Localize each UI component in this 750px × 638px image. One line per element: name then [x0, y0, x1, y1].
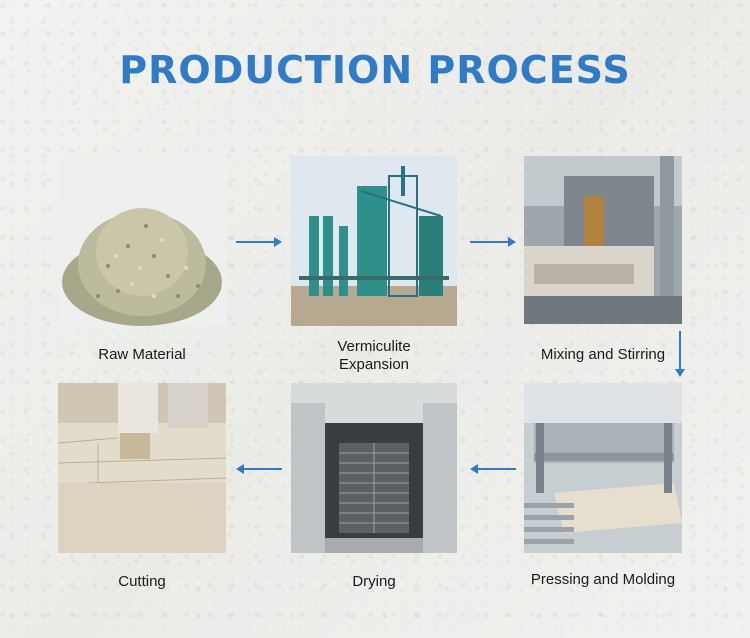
expansion-plant-photo [291, 156, 457, 326]
mixing-machine-photo [524, 156, 682, 324]
step-drying: Drying [291, 383, 457, 590]
step-label: Cutting [118, 573, 166, 590]
step-cutting: Cutting [58, 383, 226, 590]
press-machine-photo [524, 383, 682, 553]
step-pressing-and-molding: Pressing and Molding [524, 383, 682, 588]
step-vermiculite-expansion: Vermiculite Expansion [291, 156, 457, 373]
step-label: Mixing and Stirring [540, 346, 666, 363]
page-title: PRODUCTION PROCESS [119, 48, 631, 92]
arrow-right-icon [470, 236, 516, 248]
step-label: Raw Material [98, 346, 186, 363]
cnc-cutting-photo [58, 383, 226, 553]
step-label-line1: Vermiculite [337, 338, 411, 355]
step-label: Vermiculite Expansion [271, 338, 477, 374]
vermiculite-granules-photo [58, 156, 226, 326]
arrow-left-icon [470, 463, 516, 475]
arrow-down-icon [674, 331, 686, 377]
step-label: Drying [352, 573, 396, 590]
arrow-right-icon [236, 236, 282, 248]
step-label: Pressing and Molding [530, 571, 676, 588]
step-label-line2: Expansion [338, 356, 410, 373]
step-raw-material: Raw Material [58, 156, 226, 363]
arrow-left-icon [236, 463, 282, 475]
step-mixing-and-stirring: Mixing and Stirring [524, 156, 682, 363]
drying-oven-photo [291, 383, 457, 553]
